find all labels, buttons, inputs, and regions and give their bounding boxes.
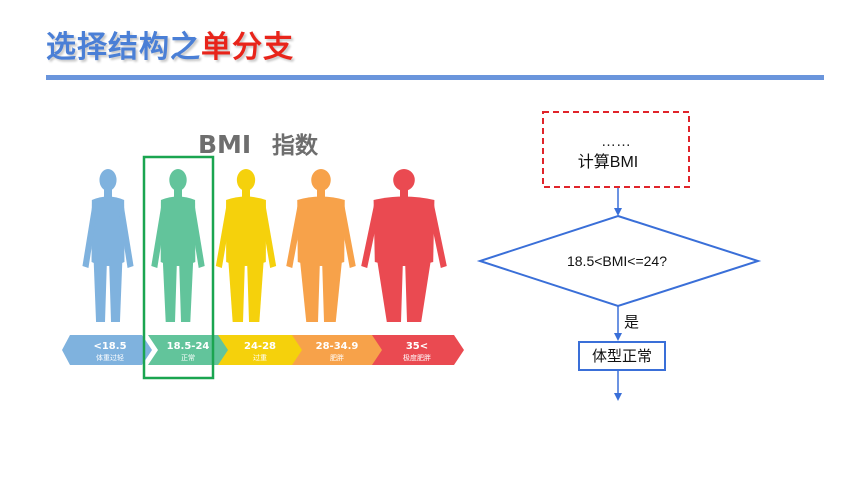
figure-neck xyxy=(174,189,182,197)
result-label: 体型正常 xyxy=(592,348,652,365)
bmi-heading-cn: 指数 xyxy=(272,133,319,159)
body-figure-1 xyxy=(82,169,134,322)
category-arrow-shape xyxy=(62,335,152,365)
figure-head xyxy=(236,169,256,191)
figure-torso xyxy=(91,196,125,266)
bmi-category-5: 35<极度肥胖 xyxy=(372,335,464,365)
body-figure-4 xyxy=(286,169,356,322)
category-label: 体重过轻 xyxy=(96,353,124,362)
figure-torso xyxy=(373,196,435,266)
figure-left-arm xyxy=(361,202,379,268)
normal-range-highlight xyxy=(142,155,215,380)
slide-title: 选择结构之单分支 xyxy=(46,22,294,66)
figure-right-leg xyxy=(322,258,343,322)
figure-right-arm xyxy=(429,202,447,268)
figure-right-arm xyxy=(339,202,356,268)
process-ellipsis: …… xyxy=(601,133,631,150)
figure-neck xyxy=(317,189,325,197)
bmi-category-4: 28-34.9肥胖 xyxy=(292,335,384,365)
category-label: 正常 xyxy=(181,353,195,362)
figure-right-arm xyxy=(119,202,134,268)
figure-head xyxy=(311,169,331,191)
figure-left-arm xyxy=(82,202,97,268)
figure-right-arm xyxy=(190,202,205,268)
figure-left-leg xyxy=(299,258,320,322)
figure-right-leg xyxy=(405,258,432,322)
process-label: 计算BMI xyxy=(578,152,638,171)
category-label: 过重 xyxy=(253,353,267,362)
figure-head xyxy=(393,169,415,191)
slide-title-part1: 选择结构之 xyxy=(46,30,201,65)
category-range: 28-34.9 xyxy=(316,341,359,352)
figure-left-leg xyxy=(376,258,403,322)
decision-label: 18.5<BMI<=24? xyxy=(567,253,667,269)
figure-left-leg xyxy=(228,258,245,322)
figure-torso xyxy=(160,196,196,266)
figure-torso xyxy=(297,196,345,266)
figure-neck xyxy=(104,189,112,197)
category-arrow-shape xyxy=(148,335,230,365)
body-figure-5 xyxy=(361,169,447,322)
figure-right-arm xyxy=(260,202,277,268)
figure-head xyxy=(99,169,117,191)
figure-right-leg xyxy=(179,258,194,322)
figure-left-arm xyxy=(151,202,166,268)
result-box xyxy=(578,341,666,371)
figure-left-arm xyxy=(215,202,232,268)
figure-left-leg xyxy=(93,258,107,322)
category-label: 肥胖 xyxy=(330,353,344,362)
category-arrow-shape xyxy=(292,335,384,365)
figure-right-leg xyxy=(247,258,264,322)
bmi-category-arrows: <18.5体重过轻18.5-24正常24-28过重28-34.9肥胖35<极度肥… xyxy=(62,335,464,365)
figure-neck xyxy=(400,189,408,197)
flowchart: …… 计算BMI 18.5<BMI<=24? 是 体型正常 xyxy=(476,111,762,401)
body-figure-3 xyxy=(215,169,277,322)
figure-torso xyxy=(226,196,266,266)
figure-head xyxy=(169,169,187,191)
figure-right-leg xyxy=(109,258,123,322)
figure-left-leg xyxy=(162,258,177,322)
slide-title-part2: 单分支 xyxy=(201,30,294,65)
category-range: 24-28 xyxy=(244,341,276,352)
category-label: 极度肥胖 xyxy=(403,353,431,362)
category-range: <18.5 xyxy=(93,341,126,352)
title-divider xyxy=(46,75,824,80)
category-range: 18.5-24 xyxy=(167,341,210,352)
figure-neck xyxy=(242,189,250,197)
process-box-compute-bmi xyxy=(542,111,690,188)
category-arrow-shape xyxy=(372,335,464,365)
yes-label: 是 xyxy=(624,314,639,331)
bmi-infographic: BMI 指数 <18.5体重过轻18.5-24正常24-28过重28-34.9肥… xyxy=(62,130,464,380)
figure-left-arm xyxy=(286,202,303,268)
bmi-heading-latin: BMI xyxy=(198,130,251,159)
category-range: 35< xyxy=(406,341,428,352)
body-figure-2 xyxy=(151,169,205,322)
category-arrow-shape xyxy=(218,335,304,365)
body-figures xyxy=(82,169,447,322)
